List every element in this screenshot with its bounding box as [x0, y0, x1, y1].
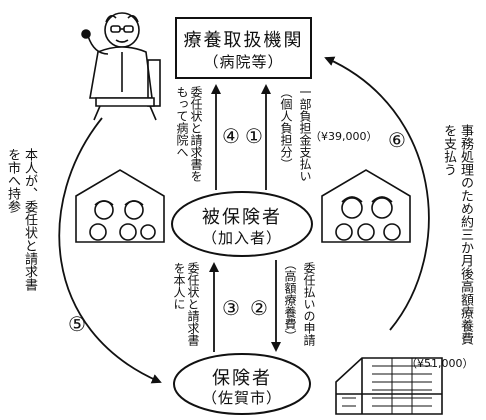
step-1-note: （個人負担分）: [279, 86, 293, 170]
family-icon-right: [321, 169, 411, 243]
step-3-text: 委任状と請求書を本人に: [172, 262, 200, 346]
insurer-ellipse: [173, 353, 311, 415]
step-3-number: ③: [222, 296, 240, 320]
doctor-icon: [81, 12, 161, 121]
insured-title: 被保険者: [202, 207, 282, 228]
step-6-number: ⑥: [388, 128, 406, 152]
step-2-text: 委任払いの申請: [302, 262, 316, 346]
benefit-amount: （¥51,000）: [406, 357, 474, 370]
arrow-step6: [324, 56, 430, 331]
copay-amount: （¥39,000）: [310, 130, 378, 143]
provider-subtitle: （病院等）: [203, 53, 284, 71]
provider-box: [175, 17, 312, 79]
step-1-number: ①: [245, 124, 263, 148]
step-1-text: 一部負担金支払い: [298, 86, 312, 182]
family-icon-left: [75, 169, 165, 243]
provider-title: 療養取扱機関: [183, 30, 304, 51]
insurer-title: 保険者: [212, 368, 272, 389]
insured-subtitle: （加入者）: [201, 229, 282, 247]
insurer-subtitle: （佐賀市）: [201, 389, 282, 407]
step-4-text: 委任状と請求書をもって病院へ: [175, 86, 203, 182]
building-icon: [335, 357, 443, 415]
step-2-note: （高額療養費）: [283, 258, 297, 342]
step-5-number: ⑤: [68, 312, 86, 336]
arrow-step5: [58, 117, 162, 384]
step-5-text: 本人が、委任状と請求書を市へ持参: [5, 148, 37, 291]
step-6-text: 事務処理のため約三か月後高額療養費を支払う: [441, 124, 473, 345]
step-4-number: ④: [222, 124, 240, 148]
step-2-number: ②: [250, 296, 268, 320]
insured-ellipse: [171, 191, 313, 257]
